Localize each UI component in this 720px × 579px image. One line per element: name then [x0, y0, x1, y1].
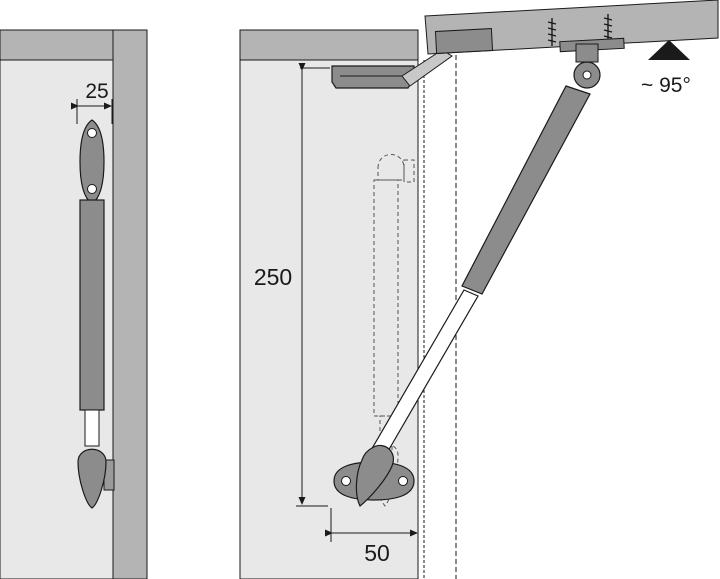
side-view: 25	[0, 29, 148, 579]
lid-mount-bracket	[575, 43, 599, 63]
front-view: 250 50 ~ 95°	[239, 0, 719, 579]
cylinder-body	[79, 199, 105, 411]
open-lid	[424, 0, 719, 55]
cabinet-top-edge	[0, 29, 114, 61]
dim-height-label: 250	[254, 264, 292, 290]
lid-hinge	[331, 49, 453, 89]
dim-side-label: 25	[85, 80, 108, 103]
bottom-plate-hole-right	[398, 476, 408, 486]
angle-label: ~ 95°	[641, 74, 691, 97]
bottom-plate-hole-left	[341, 476, 351, 486]
angle-triangle-icon	[648, 40, 690, 60]
dim-offset-label: 50	[364, 540, 390, 566]
screw-left-icon	[547, 18, 557, 46]
lid-hinge-plate	[434, 28, 494, 54]
ghost-bracket	[403, 159, 415, 183]
bottom-screw-hole	[87, 184, 97, 194]
hinge-arm	[401, 49, 453, 87]
open-end-fitting	[355, 444, 394, 507]
dim-250-label-bg	[248, 262, 298, 292]
piston-rod	[84, 409, 100, 447]
stay-open-position	[333, 61, 601, 507]
lid-screws	[547, 14, 613, 46]
screw-right-icon	[603, 14, 613, 42]
cabinet-panel	[239, 57, 419, 579]
ghost-cylinder	[373, 179, 399, 417]
cabinet-front-edge	[112, 29, 148, 579]
end-fitting	[77, 448, 107, 509]
cabinet-top-board	[239, 29, 419, 61]
dim-50-label-bg	[354, 540, 398, 568]
upper-pivot-hole	[582, 70, 592, 80]
top-screw-hole	[87, 128, 97, 138]
open-cylinder	[461, 85, 591, 295]
hinge-body	[331, 65, 415, 89]
